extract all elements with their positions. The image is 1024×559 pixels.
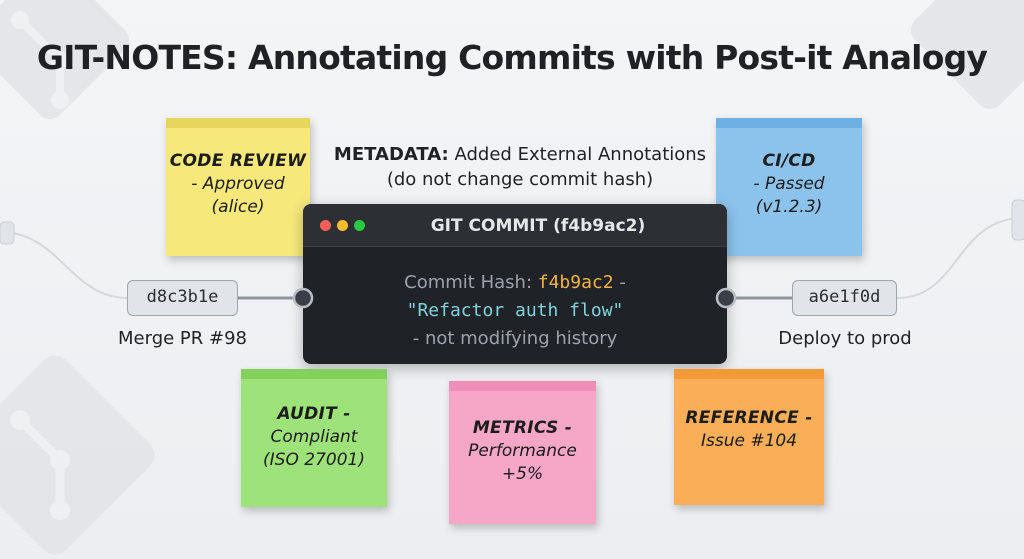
note-code-review-author: (alice) xyxy=(211,197,265,217)
note-reference-issue: Issue #104 xyxy=(700,431,798,451)
terminal-body: Commit Hash: f4b9ac2 - "Refactor auth fl… xyxy=(303,247,727,353)
note-code-review-status: - Approved xyxy=(191,174,285,194)
note-audit-title: AUDIT - xyxy=(277,404,351,424)
git-logo-icon xyxy=(0,0,130,120)
note-code-review-title: CODE REVIEW xyxy=(169,151,307,171)
note-metrics-title: METRICS - xyxy=(472,418,573,438)
page-title: GIT-NOTES: Annotating Commits with Post-… xyxy=(36,38,988,77)
commit-hash-dash: - xyxy=(619,272,626,293)
note-reference: REFERENCE - Issue #104 xyxy=(674,369,824,505)
commit-terminal: GIT COMMIT (f4b9ac2) Commit Hash: f4b9ac… xyxy=(303,204,727,364)
note-audit-standard: (ISO 27001) xyxy=(263,450,365,470)
note-cicd: CI/CD - Passed (v1.2.3) xyxy=(716,118,862,256)
metadata-subtext: (do not change commit hash) xyxy=(386,169,654,190)
commit-hash-label: Commit Hash: xyxy=(404,272,533,293)
commit-hash-value: f4b9ac2 xyxy=(537,272,614,293)
metadata-text: Added External Annotations xyxy=(454,144,707,165)
commit-box-left[interactable]: d8c3b1e xyxy=(127,280,238,316)
commit-box-right[interactable]: a6e1f0d xyxy=(792,280,897,316)
window-close-dot-icon xyxy=(320,220,331,231)
note-audit-status: Compliant xyxy=(270,427,358,447)
note-cicd-title: CI/CD xyxy=(762,151,816,171)
metadata-caption: METADATA: Added External Annotations (do… xyxy=(300,142,740,192)
note-cicd-version: (v1.2.3) xyxy=(755,197,823,217)
git-logo-icon xyxy=(910,0,1024,110)
commit-note: - not modifying history xyxy=(412,328,618,349)
git-logo-icon xyxy=(0,355,155,555)
note-metrics: METRICS - Performance +5% xyxy=(449,381,596,524)
terminal-title: GIT COMMIT (f4b9ac2) xyxy=(430,216,646,236)
commit-label-right: Deploy to prod xyxy=(778,328,912,349)
note-code-review: CODE REVIEW - Approved (alice) xyxy=(166,118,310,256)
commit-label-left: Merge PR #98 xyxy=(118,328,247,349)
window-maximize-dot-icon xyxy=(354,220,365,231)
note-metrics-label: Performance xyxy=(468,441,577,461)
note-reference-title: REFERENCE - xyxy=(685,408,813,428)
note-audit: AUDIT - Compliant (ISO 27001) xyxy=(241,369,387,507)
window-minimize-dot-icon xyxy=(337,220,348,231)
note-cicd-status: - Passed xyxy=(753,174,825,194)
commit-message: "Refactor auth flow" xyxy=(406,300,624,321)
metadata-label: METADATA: xyxy=(333,144,449,165)
note-metrics-value: +5% xyxy=(501,464,544,484)
terminal-title-bar: GIT COMMIT (f4b9ac2) xyxy=(303,204,727,247)
